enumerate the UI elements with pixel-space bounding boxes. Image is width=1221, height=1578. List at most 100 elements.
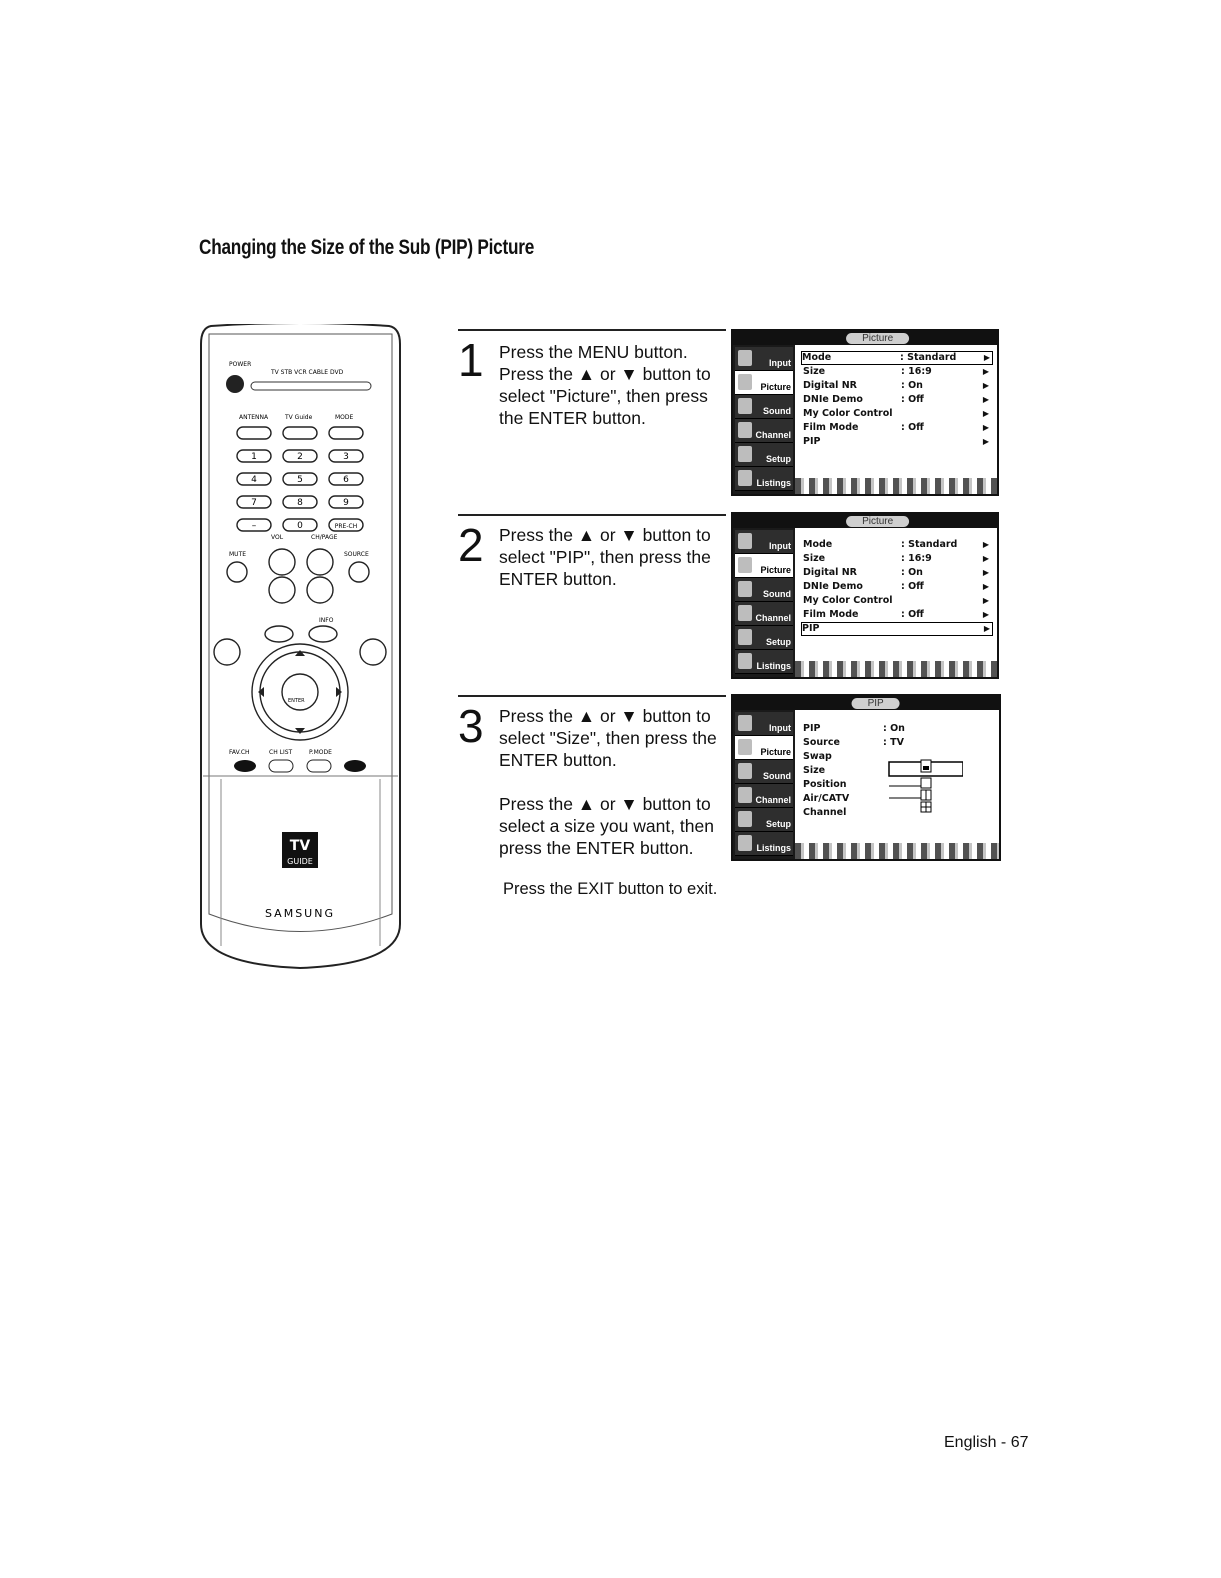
step-number: 1 bbox=[458, 334, 484, 386]
svg-text:FAV.CH: FAV.CH bbox=[229, 749, 250, 756]
setup-icon bbox=[738, 446, 752, 462]
svg-text:VOL: VOL bbox=[271, 534, 284, 541]
menu-row-pip: PIP: On bbox=[803, 723, 905, 734]
tab-setup: Setup bbox=[735, 626, 793, 650]
step-instruction: Press the ▲ or ▼ button to select a size… bbox=[499, 794, 714, 858]
menu-row-size: Size bbox=[803, 765, 826, 776]
svg-text:2: 2 bbox=[297, 452, 303, 462]
page-title: Changing the Size of the Sub (PIP) Pictu… bbox=[199, 236, 535, 259]
svg-text:TV: TV bbox=[290, 838, 311, 854]
menu-header: PIP bbox=[851, 698, 900, 709]
menu-row-source: Source: TV bbox=[803, 737, 904, 748]
channel-icon bbox=[738, 605, 752, 621]
page-number: English - 67 bbox=[944, 1434, 1029, 1451]
svg-text:4: 4 bbox=[251, 475, 257, 485]
input-icon bbox=[738, 715, 752, 731]
svg-text:SAMSUNG: SAMSUNG bbox=[265, 907, 335, 920]
svg-text:GUIDE: GUIDE bbox=[287, 857, 313, 866]
menu-row-my-color-control: My Color Control▶ bbox=[803, 595, 989, 606]
svg-text:ENTER: ENTER bbox=[288, 698, 305, 704]
svg-text:9: 9 bbox=[343, 498, 349, 508]
svg-text:SOURCE: SOURCE bbox=[344, 551, 369, 558]
menu-row-film-mode: Film Mode: Off▶ bbox=[803, 609, 989, 620]
menu-row-position: Position bbox=[803, 779, 847, 790]
tab-listings: Listings bbox=[735, 650, 793, 674]
menu-row-digital-nr: Digital NR: On▶ bbox=[803, 567, 989, 578]
menu-row-size: Size: 16:9▶ bbox=[803, 553, 989, 564]
menu-tab-column: Input Picture Sound Channel Setup Listin… bbox=[733, 528, 795, 677]
tab-sound: Sound bbox=[735, 578, 793, 602]
menu-header: Picture bbox=[846, 516, 910, 527]
step-divider bbox=[458, 329, 726, 331]
step-divider bbox=[458, 695, 726, 697]
listings-icon bbox=[738, 835, 752, 851]
tab-input: Input bbox=[735, 347, 793, 371]
channel-icon bbox=[738, 422, 752, 438]
svg-text:ANTENNA: ANTENNA bbox=[239, 414, 269, 421]
svg-text:5: 5 bbox=[297, 475, 303, 485]
svg-text:TV STB VCR CABLE DVD: TV STB VCR CABLE DVD bbox=[270, 369, 344, 376]
menu-row-mode: Mode: Standard▶ bbox=[803, 539, 989, 550]
tab-sound: Sound bbox=[735, 395, 793, 419]
svg-text:3: 3 bbox=[343, 452, 349, 462]
menu-row-swap: Swap bbox=[803, 751, 832, 762]
svg-text:6: 6 bbox=[343, 475, 349, 485]
menu-footer-bar bbox=[795, 843, 999, 859]
osd-menu-pip: PIP Input Picture Sound Channel Setup Li… bbox=[731, 694, 1001, 861]
menu-row-my-color-control: My Color Control▶ bbox=[803, 408, 989, 419]
tab-picture: Picture bbox=[735, 736, 793, 760]
tab-input: Input bbox=[735, 530, 793, 554]
input-icon bbox=[738, 350, 752, 366]
menu-footer-bar bbox=[795, 661, 997, 677]
sound-icon bbox=[738, 763, 752, 779]
svg-text:MODE: MODE bbox=[335, 414, 354, 421]
menu-row-pip: PIP▶ bbox=[801, 622, 993, 636]
tab-channel: Channel bbox=[735, 784, 793, 808]
channel-icon bbox=[738, 787, 752, 803]
listings-icon bbox=[738, 653, 752, 669]
menu-footer-bar bbox=[795, 478, 997, 494]
tab-input: Input bbox=[735, 712, 793, 736]
svg-text:MUTE: MUTE bbox=[229, 551, 246, 558]
osd-menu-picture-pip-selected: Picture Input Picture Sound Channel Setu… bbox=[731, 512, 999, 679]
step-instruction: Press the ▲ or ▼ button to select "Size"… bbox=[499, 706, 717, 770]
setup-icon bbox=[738, 811, 752, 827]
svg-text:CH LIST: CH LIST bbox=[269, 749, 293, 756]
tab-listings: Listings bbox=[735, 467, 793, 491]
step-divider bbox=[458, 514, 726, 516]
picture-icon bbox=[738, 739, 752, 755]
step-1: 1 Press the MENU button. Press the ▲ or … bbox=[458, 329, 726, 499]
input-icon bbox=[738, 533, 752, 549]
step-3: 3 Press the ▲ or ▼ button to select "Siz… bbox=[458, 695, 726, 865]
svg-text:PRE-CH: PRE-CH bbox=[335, 523, 357, 530]
pip-size-options-icon bbox=[888, 759, 963, 813]
step-instruction: Press the MENU button. Press the ▲ or ▼ … bbox=[499, 342, 711, 428]
menu-row-channel: Channel bbox=[803, 807, 847, 818]
menu-row-size: Size: 16:9▶ bbox=[803, 366, 989, 377]
picture-icon bbox=[738, 557, 752, 573]
tab-sound: Sound bbox=[735, 760, 793, 784]
osd-menu-picture: Picture Input Picture Sound Channel Setu… bbox=[731, 329, 999, 496]
picture-icon bbox=[738, 374, 752, 390]
svg-text:POWER: POWER bbox=[229, 361, 251, 368]
step-number: 2 bbox=[458, 519, 484, 571]
listings-icon bbox=[738, 470, 752, 486]
remote-control-icon: POWER TV STB VCR CABLE DVD ANTENNA TV Gu… bbox=[200, 324, 401, 970]
remote-control-illustration: POWER TV STB VCR CABLE DVD ANTENNA TV Gu… bbox=[199, 324, 402, 970]
sound-icon bbox=[738, 581, 752, 597]
tab-picture: Picture bbox=[735, 371, 793, 395]
menu-row-dnie-demo: DNIe Demo: Off▶ bbox=[803, 394, 989, 405]
menu-row-digital-nr: Digital NR: On▶ bbox=[803, 380, 989, 391]
sound-icon bbox=[738, 398, 752, 414]
tab-picture: Picture bbox=[735, 554, 793, 578]
menu-row-film-mode: Film Mode: Off▶ bbox=[803, 422, 989, 433]
svg-text:P.MODE: P.MODE bbox=[309, 749, 332, 756]
menu-tab-column: Input Picture Sound Channel Setup Listin… bbox=[733, 345, 795, 494]
svg-text:CH/PAGE: CH/PAGE bbox=[311, 534, 338, 541]
exit-instruction: Press the EXIT button to exit. bbox=[503, 880, 718, 898]
step-number: 3 bbox=[458, 700, 484, 752]
tab-setup: Setup bbox=[735, 808, 793, 832]
setup-icon bbox=[738, 629, 752, 645]
svg-text:0: 0 bbox=[297, 521, 303, 531]
tab-listings: Listings bbox=[735, 832, 793, 856]
